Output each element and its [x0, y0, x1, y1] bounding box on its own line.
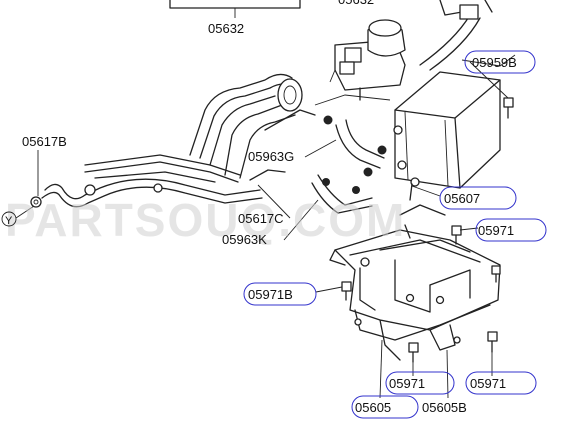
- label-05605b[interactable]: 05605B: [422, 400, 467, 415]
- part-labels: 05632 05632 05959B 05617B 05963G 05607 0…: [5, 0, 517, 415]
- bolt-05971-a: [451, 225, 462, 245]
- bolt-bracket-right: [491, 265, 501, 283]
- hose-05963k: [311, 174, 373, 214]
- label-05632[interactable]: 05632: [208, 21, 244, 36]
- upper-hose: [419, 0, 493, 71]
- canister-bracket: [329, 204, 501, 361]
- label-05605[interactable]: 05605: [355, 400, 391, 415]
- label-05971-c[interactable]: 05971: [470, 376, 506, 391]
- label-05632-top[interactable]: 05632: [338, 0, 374, 7]
- bolt-05959b: [503, 97, 514, 119]
- label-05971-b[interactable]: 05971: [389, 376, 425, 391]
- label-05617b[interactable]: 05617B: [22, 134, 67, 149]
- y-marker: [1, 211, 17, 227]
- top-bracket-05632: [169, 0, 301, 18]
- bolts: [341, 97, 514, 363]
- label-05971b[interactable]: 05971B: [248, 287, 293, 302]
- fuel-tubes: [30, 154, 263, 208]
- label-05607[interactable]: 05607: [444, 191, 480, 206]
- bolt-05971b: [341, 281, 352, 301]
- label-highlights: [243, 50, 547, 419]
- purge-valve: [314, 19, 406, 106]
- watermark: PARTSOUQ.COM: [5, 194, 406, 246]
- label-05617c[interactable]: 05617C: [238, 211, 284, 226]
- hose-05963g: [323, 115, 387, 177]
- bolt-05971-c: [487, 331, 498, 353]
- filler-pipe: [189, 73, 316, 181]
- label-05971-a[interactable]: 05971: [478, 223, 514, 238]
- label-05963g[interactable]: 05963G: [248, 149, 294, 164]
- label-05963k[interactable]: 05963K: [222, 232, 267, 247]
- label-y: Y: [5, 215, 13, 227]
- canister: [393, 54, 516, 201]
- label-05959b[interactable]: 05959B: [472, 55, 517, 70]
- leader-lines: [15, 61, 509, 399]
- bolt-05971-b: [408, 342, 419, 363]
